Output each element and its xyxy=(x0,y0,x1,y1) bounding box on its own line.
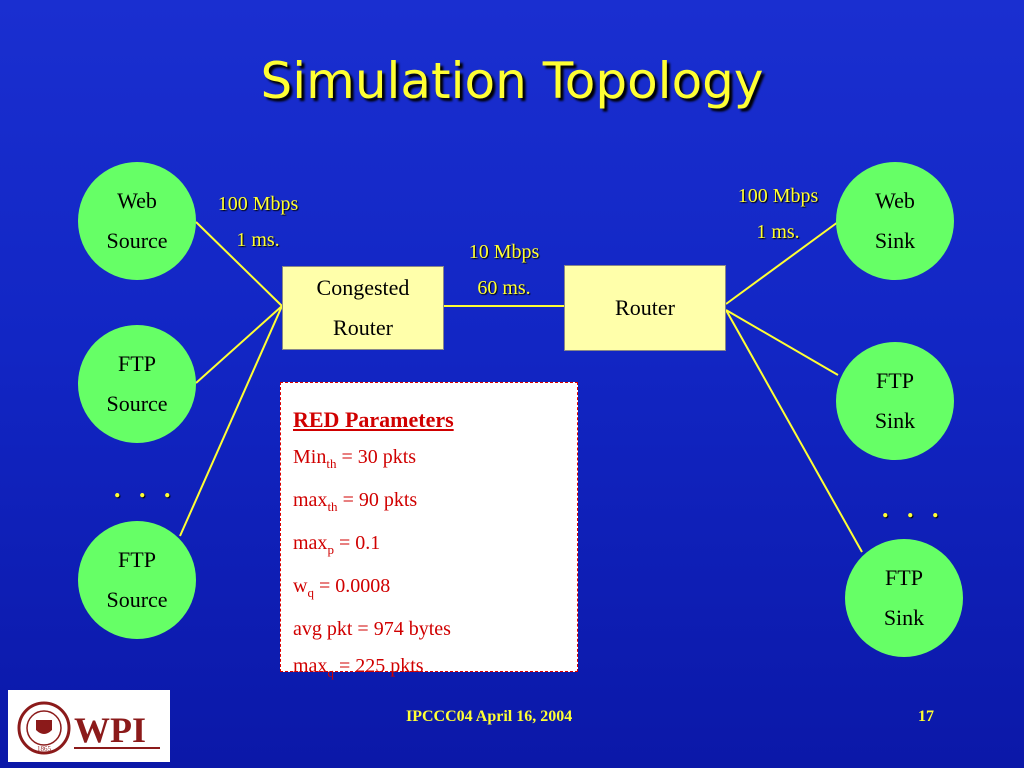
ftp-sink-node: FTP Sink xyxy=(845,539,963,657)
node-label-line1: FTP xyxy=(876,368,914,393)
link-web-sink xyxy=(725,221,839,305)
delay-label: 60 ms. xyxy=(477,277,531,299)
node-label-line1: Web xyxy=(117,188,157,213)
right-ellipsis: . . . xyxy=(882,494,945,523)
node-label-line2: Source xyxy=(106,587,168,612)
link-ftp-source-2 xyxy=(179,305,283,537)
page-number: 17 xyxy=(918,708,934,725)
param-row: wq = 0.0008 xyxy=(293,575,391,600)
param-row: maxth = 90 pkts xyxy=(293,489,418,514)
red-parameters-box: RED Parameters Minth = 30 pkts maxth = 9… xyxy=(280,382,578,680)
delay-label: 1 ms. xyxy=(236,229,280,251)
slide-title: Simulation Topology xyxy=(260,52,764,110)
wpi-wordmark: WPI xyxy=(74,710,146,750)
node-label-line1: Web xyxy=(875,188,915,213)
ftp-source-node: FTP Source xyxy=(78,325,196,443)
left-link-label: 100 Mbps 1 ms. xyxy=(196,186,320,258)
seal-year: 1865 xyxy=(37,745,52,753)
left-ellipsis: . . . xyxy=(114,474,177,503)
node-label-line1: FTP xyxy=(118,547,156,572)
node-label-line2: Sink xyxy=(874,228,916,253)
ftp-source-node: FTP Source xyxy=(78,521,196,639)
box-label-line2: Router xyxy=(333,315,393,340)
param-row: avg pkt = 974 bytes xyxy=(293,618,451,640)
middle-link-label: 10 Mbps 60 ms. xyxy=(444,234,564,306)
router-box: Router xyxy=(564,265,726,351)
right-link-label: 100 Mbps 1 ms. xyxy=(716,178,840,250)
node-label-line1: FTP xyxy=(118,351,156,376)
node-label-line2: Sink xyxy=(874,408,916,433)
link-ftp-source-1 xyxy=(195,305,283,384)
node-label-line2: Source xyxy=(106,228,168,253)
web-sink-node: Web Sink xyxy=(836,162,954,280)
web-source-node: Web Source xyxy=(78,162,196,280)
param-row: Minth = 30 pkts xyxy=(293,446,417,471)
delay-label: 1 ms. xyxy=(756,221,800,243)
node-label-line2: Sink xyxy=(883,605,925,630)
wpi-seal-icon: 1865 WPI xyxy=(17,701,160,755)
box-label: Router xyxy=(615,295,675,320)
congested-router-box: Congested Router xyxy=(282,266,444,350)
param-row: maxp = 0.1 xyxy=(293,532,381,557)
bandwidth-label: 10 Mbps xyxy=(468,241,540,263)
bandwidth-label: 100 Mbps xyxy=(737,185,819,207)
node-label-line1: FTP xyxy=(885,565,923,590)
ftp-sink-node: FTP Sink xyxy=(836,342,954,460)
link-web-source xyxy=(195,221,283,307)
box-label-line1: Congested xyxy=(316,275,410,300)
link-ftp-sink-1 xyxy=(725,309,839,376)
footer-event: IPCCC04 April 16, 2004 xyxy=(406,708,573,725)
bandwidth-label: 100 Mbps xyxy=(217,193,299,215)
red-parameters-heading: RED Parameters xyxy=(293,407,454,432)
param-row: maxq = 225 pkts xyxy=(293,655,424,680)
link-ftp-sink-2 xyxy=(725,309,863,553)
node-label-line2: Source xyxy=(106,391,168,416)
wpi-logo: 1865 WPI xyxy=(8,690,170,762)
